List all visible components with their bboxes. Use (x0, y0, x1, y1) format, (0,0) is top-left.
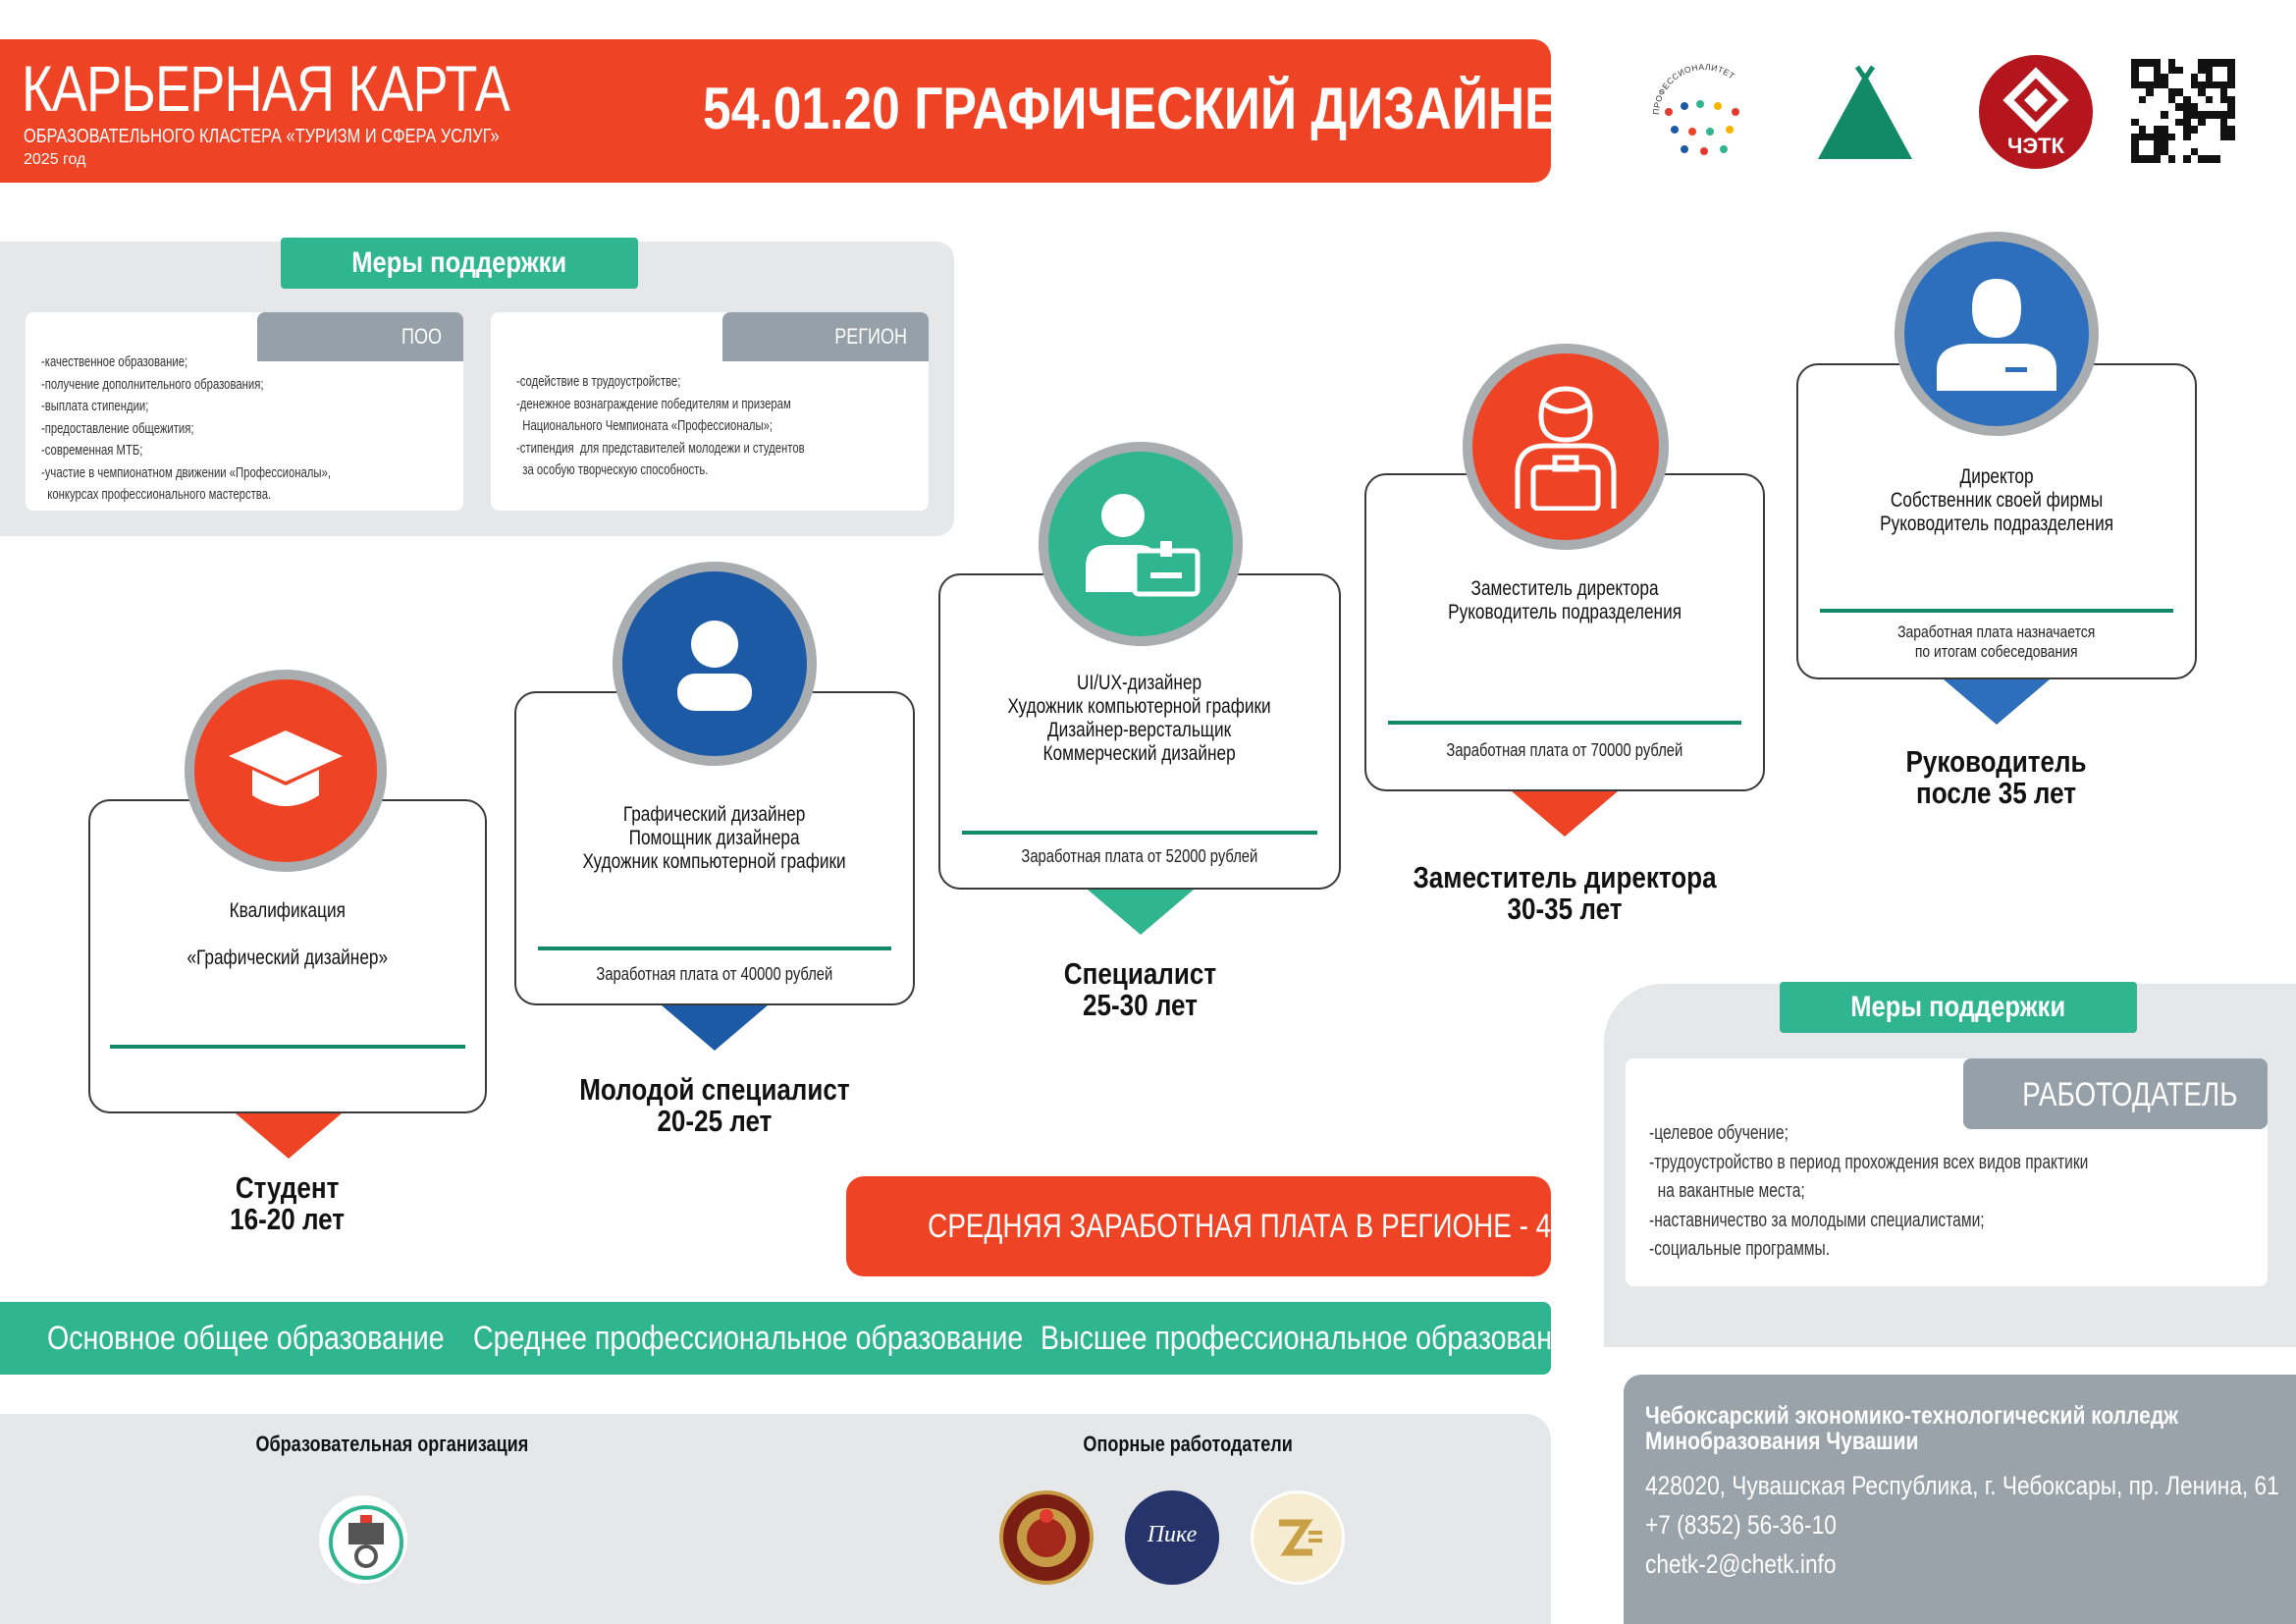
education-secondary-vocational: Среднее профессиональное образование (473, 1320, 1024, 1357)
poo-label: ПОО (257, 312, 463, 361)
svg-text:ПРОФЕССИОНАЛИТЕТ: ПРОФЕССИОНАЛИТЕТ (1651, 62, 1737, 115)
card-divider (538, 947, 891, 950)
stage-pointer (1088, 890, 1194, 935)
employer-support-title: Меры поддержки (1780, 982, 2137, 1033)
stage-salary: Заработная плата от 70000 рублей (1446, 740, 1683, 760)
stage-salary: Заработная плата от 40000 рублей (596, 964, 833, 984)
region-list: -содействие в трудоустройстве; -денежное… (516, 374, 805, 478)
employer-logo-3 (1251, 1490, 1345, 1585)
college-ministry: Минобразования Чувашии (1645, 1428, 1919, 1455)
chetk-logo: ЧЭТК (1979, 55, 2093, 169)
poo-card: ПОО -качественное образование; -получени… (26, 312, 463, 511)
card-divider (1820, 609, 2173, 613)
support-measures-title: Меры поддержки (281, 238, 638, 289)
employer-support-list: -целевое обучение; -трудоустройство в пе… (1649, 1122, 2089, 1260)
qr-code[interactable] (2131, 59, 2235, 163)
organizations-panel: Образовательная организация Опорные рабо… (0, 1414, 1551, 1624)
stage-label-student: Студент 16-20 лет (230, 1170, 346, 1236)
professionals-logo: ПРОФЕССИОНАЛИТЕТ (1645, 61, 1763, 169)
stage-label-specialist: Специалист 25-30 лет (1063, 956, 1216, 1022)
stage-card-text: Заместитель директора Руководитель подра… (1448, 577, 1682, 623)
education-org-title: Образовательная организация (255, 1432, 529, 1456)
person-icon (677, 621, 752, 711)
stage-label-deputy: Заместитель директора 30-35 лет (1413, 860, 1717, 926)
stage-card-text: Графический дизайнер Помощник дизайнера … (582, 803, 847, 873)
card-divider (962, 831, 1317, 835)
employer-logo-pike: Пике (1125, 1490, 1219, 1585)
stage-pointer (236, 1113, 342, 1159)
education-basic: Основное общее образование (47, 1320, 445, 1357)
stage-label-young-specialist: Молодой специалист 20-25 лет (579, 1072, 850, 1138)
stage-pointer (662, 1005, 768, 1051)
college-logo (316, 1492, 410, 1587)
page-subtitle: ОБРАЗОВАТЕЛЬНОГО КЛАСТЕРА «ТУРИЗМ И СФЕР… (24, 126, 500, 147)
employer-label: РАБОТОДАТЕЛЬ (1963, 1058, 2268, 1129)
college-address: 428020, Чувашская Республика, г. Чебокса… (1645, 1471, 2279, 1500)
person-badge-icon (1086, 494, 1201, 597)
education-levels-bar: Основное общее образование Среднее профе… (0, 1302, 1583, 1375)
chetk-logo-text: ЧЭТК (2007, 134, 2065, 158)
manager-icon (1937, 279, 2056, 391)
stage-card-text: Директор Собственник своей фирмы Руковод… (1880, 465, 2113, 535)
stage-salary: Заработная плата от 52000 рублей (1021, 846, 1258, 866)
circle-young-specialist (613, 562, 817, 766)
stage-card-text: UI/UX-дизайнер Художник компьютерной гра… (1007, 672, 1272, 765)
page-title: КАРЬЕРНАЯ КАРТА (22, 52, 510, 125)
region-label: РЕГИОН (722, 312, 929, 361)
stage-card-text: Квалификация «Графический дизайнер» (187, 899, 389, 969)
circle-director (1895, 232, 2099, 436)
college-phone[interactable]: +7 (8352) 56-36-10 (1645, 1510, 1837, 1540)
specialty-title: 54.01.20 ГРАФИЧЕСКИЙ ДИЗАЙНЕР (703, 76, 1593, 141)
region-card: РЕГИОН -содействие в трудоустройстве; -д… (491, 312, 929, 511)
stage-pointer (1944, 679, 2050, 725)
circle-deputy (1463, 344, 1669, 550)
circle-student (185, 670, 387, 872)
person-briefcase-icon (1515, 386, 1617, 511)
graduation-cap-icon (229, 731, 343, 806)
circle-specialist (1039, 442, 1243, 646)
employer-logo-1 (999, 1490, 1094, 1585)
card-divider (1388, 721, 1741, 725)
tent-logo (1814, 65, 1916, 163)
college-name: Чебоксарский экономико-технологический к… (1645, 1402, 2179, 1430)
education-higher: Высшее профессиональное образование (1041, 1320, 1583, 1357)
employers-title: Опорные работодатели (1083, 1432, 1293, 1456)
header-banner: КАРЬЕРНАЯ КАРТА ОБРАЗОВАТЕЛЬНОГО КЛАСТЕР… (0, 39, 1592, 183)
stage-label-director: Руководитель после 35 лет (1905, 744, 2087, 810)
card-divider (110, 1045, 465, 1049)
poo-list: -качественное образование; -получение до… (41, 354, 331, 503)
contacts-panel: Чебоксарский экономико-технологический к… (1624, 1375, 2296, 1624)
stage-salary: Заработная плата назначается по итогам с… (1897, 623, 2096, 661)
college-email[interactable]: chetk-2@chetk.info (1645, 1549, 1837, 1579)
employer-card: РАБОТОДАТЕЛЬ -целевое обучение; -трудоус… (1626, 1058, 2268, 1286)
average-salary-banner: СРЕДНЯЯ ЗАРАБОТНАЯ ПЛАТА В РЕГИОНЕ - 450… (846, 1176, 1672, 1276)
page-year: 2025 год (24, 151, 86, 168)
stage-pointer (1512, 791, 1618, 837)
